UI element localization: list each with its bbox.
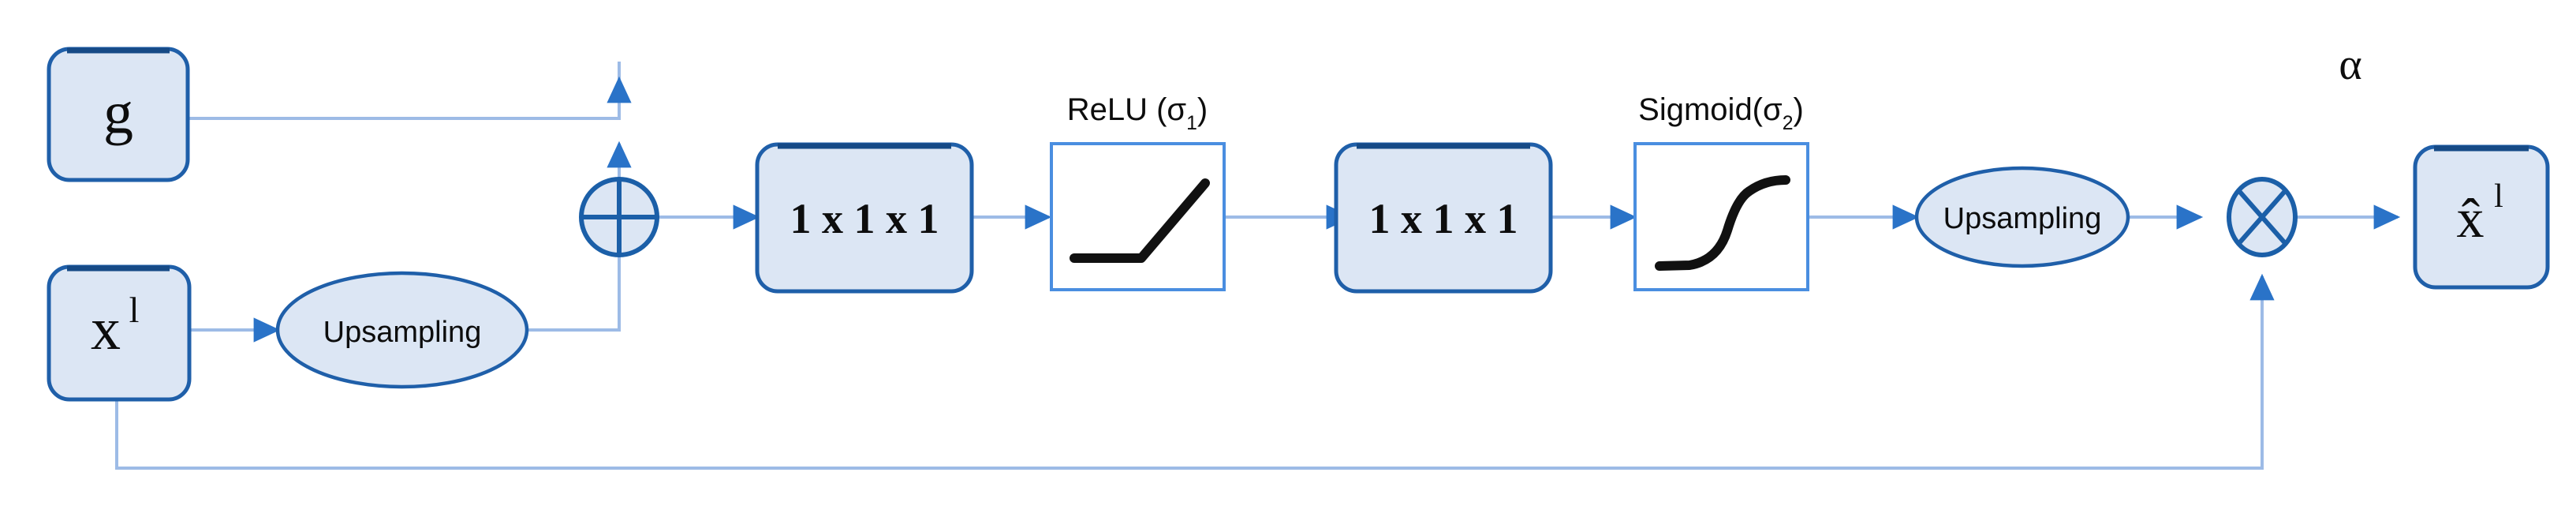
- relu-caption-base: ReLU (σ: [1067, 92, 1187, 127]
- node-sigmoid[interactable]: Sigmoid(σ2): [1633, 92, 1809, 291]
- upsampling-left-label: Upsampling: [323, 316, 482, 349]
- upsampling-right-label: Upsampling: [1943, 202, 2102, 235]
- edge-skip-bypass-to-multiply: [115, 273, 2275, 470]
- node-gate-input[interactable]: g: [47, 47, 190, 182]
- output-label: x̂: [2457, 189, 2485, 249]
- node-add-op[interactable]: +: [579, 177, 659, 257]
- node-skip-input[interactable]: x l: [47, 264, 192, 402]
- gate-input-label: g: [103, 80, 133, 146]
- node-upsampling-right[interactable]: Upsampling: [1914, 166, 2130, 268]
- sigmoid-caption-base: Sigmoid(σ: [1638, 92, 1783, 127]
- sigmoid-caption: Sigmoid(σ2): [1638, 92, 1804, 134]
- relu-caption: ReLU (σ1): [1067, 92, 1208, 134]
- skip-input-superscript: l: [129, 290, 140, 330]
- relu-curve: [1070, 178, 1210, 263]
- sigmoid-curve: [1655, 175, 1790, 271]
- node-relu[interactable]: ReLU (σ1): [1050, 92, 1226, 291]
- relu-caption-subscript: 1: [1186, 113, 1197, 134]
- edge-g-to-add: [188, 62, 632, 120]
- output-superscript: l: [2494, 178, 2503, 215]
- conv-first-label: 1 x 1 x 1: [790, 195, 939, 242]
- node-output[interactable]: x̂ l: [2413, 144, 2550, 290]
- node-upsampling-left[interactable]: Upsampling: [275, 271, 529, 389]
- node-conv-second[interactable]: 1 x 1 x 1: [1334, 142, 1553, 294]
- node-multiply-op[interactable]: ×: [2227, 177, 2298, 257]
- skip-input-label: x: [91, 296, 121, 362]
- sigmoid-caption-subscript: 2: [1783, 113, 1794, 134]
- node-conv-first[interactable]: 1 x 1 x 1: [755, 142, 974, 294]
- conv-second-label: 1 x 1 x 1: [1369, 195, 1518, 242]
- alpha-label: α: [2339, 40, 2361, 89]
- sigmoid-caption-end: ): [1794, 92, 1804, 127]
- relu-caption-end: ): [1197, 92, 1208, 127]
